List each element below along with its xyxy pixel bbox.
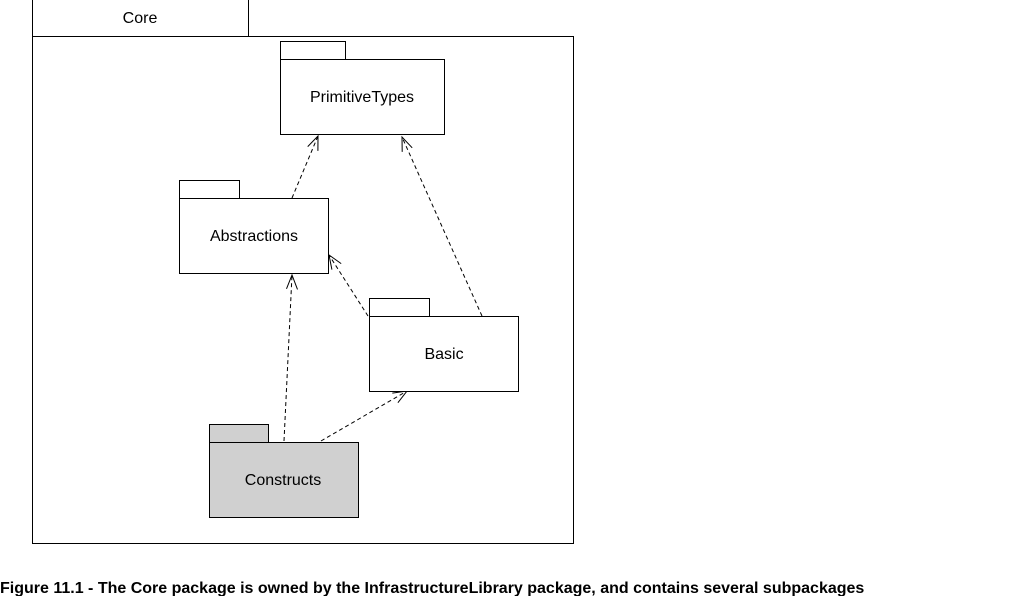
package-basic: Basic: [369, 298, 519, 392]
package-abstractions-label: Abstractions: [210, 228, 298, 245]
dependency-basic-to-primitivetypes: [401, 135, 483, 317]
package-basic-label: Basic: [424, 346, 463, 363]
package-abstractions-tab: [179, 180, 240, 199]
package-primitivetypes-tab: [280, 41, 346, 60]
package-basic-body: [369, 316, 519, 392]
package-constructs: Constructs: [209, 424, 359, 518]
package-constructs-body: [209, 442, 359, 518]
dependency-abstractions-to-primitivetypes: [291, 134, 319, 199]
package-primitivetypes-label: PrimitiveTypes: [310, 89, 414, 106]
core-package-tab: [32, 0, 249, 37]
package-abstractions-body: [179, 198, 329, 274]
package-abstractions: Abstractions: [179, 180, 329, 274]
figure-caption: Figure 11.1 - The Core package is owned …: [0, 580, 865, 596]
package-constructs-tab: [209, 424, 269, 443]
package-primitivetypes-body: [280, 59, 445, 135]
dependency-constructs-to-abstractions: [283, 273, 298, 442]
package-basic-tab: [369, 298, 430, 317]
core-package-label: Core: [123, 10, 158, 27]
package-constructs-label: Constructs: [245, 472, 321, 489]
package-primitivetypes: PrimitiveTypes: [280, 41, 445, 135]
